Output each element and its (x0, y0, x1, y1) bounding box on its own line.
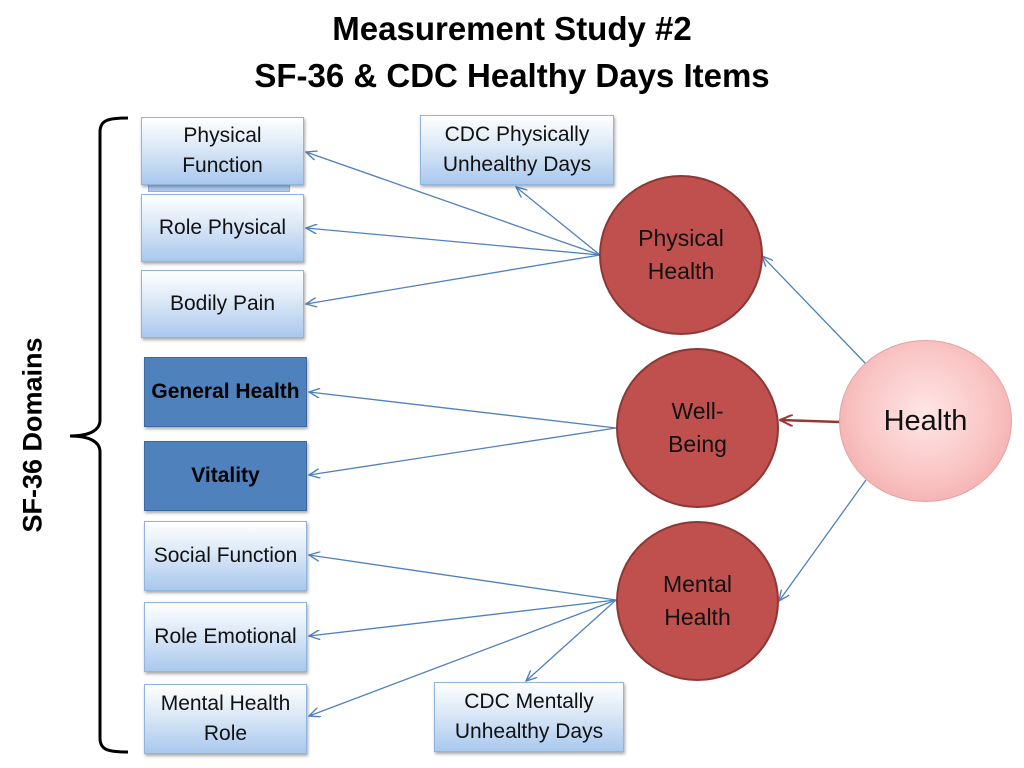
arrow-physical-to-cdc-physical (516, 187, 601, 256)
arrow-physical-to-bodily-pain (306, 254, 601, 304)
arrow-wellbeing-to-general-health (309, 392, 617, 429)
general-health-box: General Health (144, 357, 307, 427)
title-line-2: SF-36 & CDC Healthy Days Items (254, 57, 770, 94)
bodily-pain-box: Bodily Pain (141, 270, 304, 338)
arrow-mental-to-social-function (309, 555, 617, 601)
cdc-mental-box: CDC Mentally Unhealthy Days (434, 682, 624, 752)
mental-health-role-box: Mental Health Role (144, 684, 307, 754)
mental-health-circle: Mental Health (616, 521, 779, 681)
social-function-box: Social Function (144, 521, 307, 591)
arrow-physical-to-role-physical (306, 228, 601, 256)
arrow-health-to-physical (762, 256, 867, 365)
health-circle: Health (839, 340, 1012, 502)
vitality-box: Vitality (144, 441, 307, 511)
arrow-wellbeing-to-vitality (309, 427, 617, 475)
sf36-domains-label: SF-36 Domains (17, 337, 48, 533)
arrow-mental-to-mental-health-role (309, 599, 617, 716)
domain-brace (69, 116, 129, 754)
role-physical-box: Role Physical (141, 194, 304, 262)
cdc-physical-box: CDC Physically Unhealthy Days (420, 115, 614, 185)
arrow-mental-to-role-emotional (309, 599, 617, 636)
arrow-mental-to-cdc-mental (526, 599, 617, 681)
title-line-1: Measurement Study #2 (332, 10, 692, 47)
arrow-health-to-mental (779, 479, 867, 601)
arrow-physical-to-physical-function (306, 152, 601, 256)
physical-health-circle: Physical Health (599, 175, 763, 335)
physical-function-box: Physical Function (141, 117, 304, 185)
arrow-health-to-wellbeing (780, 420, 841, 422)
role-emotional-box: Role Emotional (144, 602, 307, 672)
well-being-circle: Well-Being (616, 348, 779, 508)
